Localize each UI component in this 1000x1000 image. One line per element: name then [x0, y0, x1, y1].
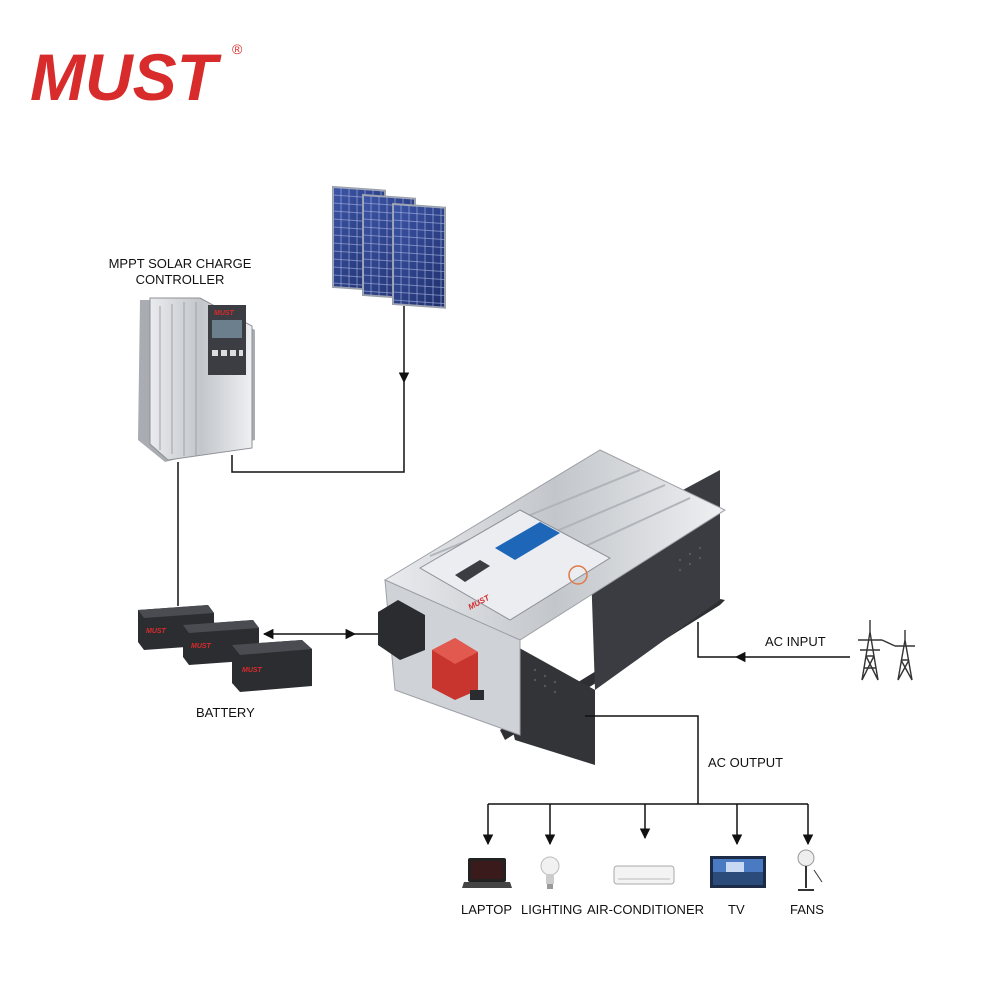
load-label-lighting: LIGHTING	[521, 902, 583, 917]
load-label-fans: FANS	[790, 902, 824, 917]
load-label-tv: TV	[728, 902, 745, 917]
ac-input-label: AC INPUT	[765, 634, 826, 649]
air-conditioner-icon	[613, 865, 675, 885]
inverter-icon: MUST	[378, 449, 727, 765]
solar-panels-icon	[332, 185, 446, 309]
logo-wordmark: MUST	[30, 40, 222, 110]
light-bulb-icon	[540, 856, 560, 889]
power-towers-icon	[858, 620, 915, 681]
batteries-icon: MUST MUST MUST	[138, 605, 312, 692]
registered-mark: ®	[232, 41, 243, 57]
controller-label: MPPT SOLAR CHARGE CONTROLLER	[95, 256, 265, 288]
laptop-icon	[462, 858, 512, 888]
battery-label: BATTERY	[196, 705, 255, 720]
controller-label-line1: MPPT SOLAR CHARGE	[108, 256, 252, 271]
svg-text:MUST: MUST	[214, 310, 235, 317]
svg-text:MUST: MUST	[242, 667, 263, 674]
svg-text:MUST: MUST	[146, 628, 167, 635]
ac-input-line	[697, 622, 736, 658]
connection-lines	[177, 306, 850, 846]
load-label-air-conditioner: AIR-CONDITIONER	[587, 902, 704, 917]
fan-icon	[797, 849, 823, 891]
svg-text:MUST: MUST	[191, 643, 212, 650]
must-logo-icon: MUST ®	[30, 40, 243, 114]
ac-output-label: AC OUTPUT	[708, 755, 784, 770]
ac-output-line	[585, 715, 699, 804]
brand-logo: MUST ®	[30, 40, 250, 114]
charge-controller-icon: MUST	[138, 297, 255, 462]
solar-to-controller-line	[231, 382, 405, 473]
controller-label-line2: CONTROLLER	[135, 272, 225, 287]
load-label-laptop: LAPTOP	[461, 902, 513, 917]
tv-icon	[710, 856, 766, 888]
